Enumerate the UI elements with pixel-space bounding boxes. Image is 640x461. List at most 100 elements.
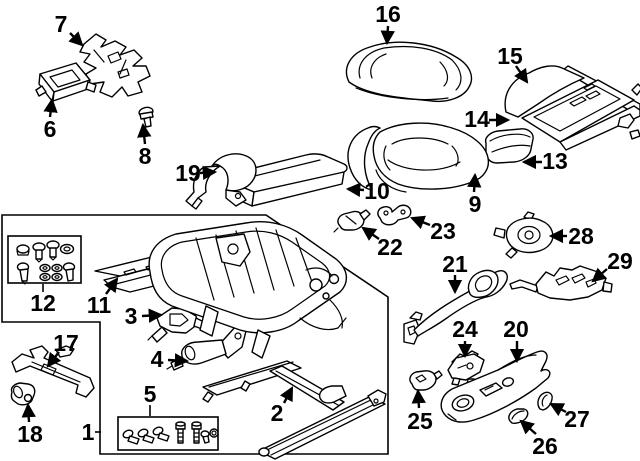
callout-23[interactable]: 23 (409, 215, 456, 244)
callout-9[interactable]: 9 (467, 172, 482, 217)
part-2-drawing[interactable] (202, 360, 387, 460)
callout-label-27[interactable]: 27 (564, 406, 590, 432)
callout-17[interactable]: 17 (46, 330, 79, 368)
callout-21[interactable]: 21 (442, 251, 468, 295)
callout-6[interactable]: 6 (43, 97, 58, 142)
part-9-drawing[interactable] (347, 122, 490, 193)
callout-arrow-29 (591, 267, 608, 283)
callout-label-14[interactable]: 14 (464, 106, 490, 132)
part-27-drawing[interactable] (537, 391, 553, 411)
callout-19[interactable]: 19 (175, 160, 218, 186)
callout-label-8[interactable]: 8 (139, 143, 152, 169)
part-1-frame-drawing[interactable] (148, 221, 347, 359)
callout-label-24[interactable]: 24 (452, 316, 478, 342)
part-13-drawing[interactable] (484, 128, 534, 164)
callout-label-4[interactable]: 4 (151, 346, 164, 372)
part-12-drawing[interactable] (16, 240, 76, 285)
callout-label-21[interactable]: 21 (442, 251, 468, 277)
part-5-drawing[interactable] (122, 421, 219, 445)
callout-25[interactable]: 25 (407, 388, 433, 434)
callout-label-22[interactable]: 22 (377, 234, 403, 260)
callout-label-9[interactable]: 9 (469, 191, 482, 217)
callout-20[interactable]: 20 (503, 316, 529, 364)
part-6-drawing[interactable] (35, 62, 97, 102)
callout-arrow-2 (279, 386, 294, 404)
callout-label-5[interactable]: 5 (144, 381, 157, 407)
callout-13[interactable]: 13 (521, 148, 568, 174)
callout-7[interactable]: 7 (55, 11, 84, 47)
callout-label-23[interactable]: 23 (430, 218, 456, 244)
callout-24[interactable]: 24 (452, 316, 478, 359)
part-23-drawing[interactable] (377, 204, 412, 226)
callout-16[interactable]: 16 (375, 1, 401, 46)
callout-3[interactable]: 3 (125, 303, 164, 329)
part-20-drawing[interactable] (440, 350, 551, 423)
callouts-layer: 7 6 8 16 15 14 13 19 (17, 1, 633, 459)
callout-15[interactable]: 15 (497, 43, 529, 84)
part-18-drawing[interactable] (10, 382, 36, 406)
callout-label-17[interactable]: 17 (53, 330, 79, 356)
callout-arrow-18 (21, 402, 36, 423)
callout-2[interactable]: 2 (271, 386, 294, 426)
callout-arrow-27 (549, 402, 567, 417)
callout-arrow-19 (199, 165, 218, 180)
callout-arrow-6 (43, 97, 58, 118)
part-8-drawing[interactable] (138, 106, 154, 128)
callout-label-1[interactable]: 1 (82, 419, 95, 445)
callout-label-26[interactable]: 26 (532, 433, 558, 459)
callout-label-20[interactable]: 20 (503, 316, 529, 342)
callout-arrow-16 (380, 25, 395, 46)
callout-5[interactable]: 5 (144, 381, 157, 416)
callout-label-16[interactable]: 16 (375, 1, 401, 27)
callout-label-13[interactable]: 13 (542, 148, 568, 174)
part-16-drawing[interactable] (345, 41, 473, 103)
part-26-drawing[interactable] (508, 408, 529, 424)
part-3-drawing[interactable] (147, 307, 205, 343)
callout-8[interactable]: 8 (137, 122, 152, 169)
part-29-drawing[interactable] (509, 265, 613, 301)
callout-label-6[interactable]: 6 (44, 116, 57, 142)
callout-label-11[interactable]: 11 (87, 292, 112, 318)
callout-arrow-9 (467, 172, 482, 193)
callout-label-28[interactable]: 28 (568, 223, 594, 249)
callout-arrow-22 (361, 226, 380, 241)
part-25-drawing[interactable] (409, 370, 443, 391)
callout-14[interactable]: 14 (464, 106, 511, 132)
callout-4[interactable]: 4 (151, 346, 190, 372)
callout-27[interactable]: 27 (549, 402, 590, 432)
part-22-drawing[interactable] (333, 209, 371, 233)
callout-12[interactable]: 12 (30, 284, 56, 316)
callout-arrow-3 (141, 308, 164, 323)
callout-arrow-17 (46, 351, 62, 368)
callout-11[interactable]: 11 (87, 277, 119, 318)
callout-label-10[interactable]: 10 (364, 178, 390, 204)
callout-label-12[interactable]: 12 (30, 290, 56, 316)
part-4-drawing[interactable] (166, 325, 247, 371)
callout-arrow-7 (68, 31, 84, 47)
callout-label-3[interactable]: 3 (125, 303, 138, 329)
callout-label-7[interactable]: 7 (55, 11, 68, 37)
callout-arrow-4 (167, 353, 190, 368)
callout-29[interactable]: 29 (591, 248, 633, 283)
callout-arrow-26 (519, 419, 537, 435)
callout-label-29[interactable]: 29 (607, 248, 633, 274)
callout-arrow-25 (411, 388, 426, 409)
callout-10[interactable]: 10 (345, 178, 390, 204)
part-21-drawing[interactable] (403, 269, 508, 345)
callout-arrow-23 (409, 215, 431, 230)
callout-label-18[interactable]: 18 (17, 421, 43, 447)
part-15-drawing[interactable] (504, 65, 640, 151)
callout-28[interactable]: 28 (548, 223, 594, 249)
part-28-drawing[interactable] (493, 211, 554, 259)
callout-1[interactable]: 1 (82, 419, 101, 445)
part-7-drawing[interactable] (79, 33, 151, 98)
callout-22[interactable]: 22 (361, 226, 403, 260)
part-19-drawing[interactable] (185, 153, 257, 210)
callout-label-19[interactable]: 19 (175, 160, 201, 186)
callout-label-25[interactable]: 25 (407, 408, 433, 434)
callout-label-2[interactable]: 2 (271, 400, 284, 426)
callout-18[interactable]: 18 (17, 402, 43, 447)
callout-26[interactable]: 26 (519, 419, 558, 459)
callout-label-15[interactable]: 15 (497, 43, 523, 69)
